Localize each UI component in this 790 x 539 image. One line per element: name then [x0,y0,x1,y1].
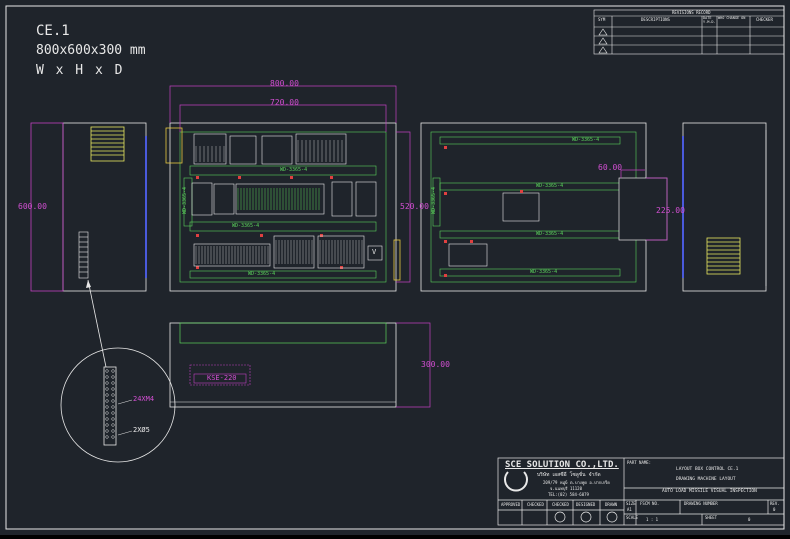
part-name-line2: DRAWING MACHINE LAYOUT [676,477,736,482]
signoff-designed: DESIGNED [576,502,596,507]
left-side-view [30,122,147,368]
dim-depth: 300.00 [421,360,450,369]
signoff-drawn: DRAWN [605,502,618,507]
wireduct-label-door-4: WD-3365-4 [530,269,558,275]
revision-col-sym: SYM [598,17,606,22]
enclosure-axes: W x H x D [36,63,125,78]
part-name-label: PART NAME: [627,460,652,465]
scale-label: SCALE [626,515,639,520]
revision-record-table [593,9,785,55]
rev-value: 0 [773,507,776,512]
company-name: SCE SOLUTION CO.,LTD. [505,460,619,470]
company-address-1: 209/79 หมู่6 ต.บางพูด อ.ปากเกร็ด [543,480,610,485]
signoff-checked-2: CHECKED [552,502,569,507]
company-address-2: จ.นนทบุรี 11120 [550,486,582,491]
wireduct-label-front-vertical: WD-3365-4 [182,186,189,215]
wireduct-label-front-3: WD-3365-4 [248,271,276,277]
part-name-line1: LAYOUT BOX CONTROL CE.1 [676,467,739,472]
wireduct-label-door-3: WD-3365-4 [536,231,564,237]
sheet-label: SHEET [705,515,718,520]
size-label: SIZE [626,501,636,506]
wireduct-label-front-1: WD-3365-4 [280,167,308,173]
revision-col-descriptions: DESCRIPTIONS [641,17,670,22]
wireduct-label-door-vertical: WD-3365-4 [431,186,438,215]
company-tel: TEL:(02) 584-6079 [548,492,589,497]
part-name-line3: AUTO LOAD MISSILE VISUAL INSPECTION [662,489,757,494]
terminal-size-label: 24XM4 [133,395,155,403]
sheet-value: 0 [748,517,751,522]
dim-overall-width: 800.00 [270,79,299,88]
size-value: A1 [627,507,632,512]
hole-size-label: 2XØ5 [133,426,150,434]
drawing-number-label: DRAWING NUMBER [684,501,718,506]
revision-col-checker: CHECKER [756,17,773,22]
right-side-view [682,122,767,292]
wireduct-label-door-1: WD-3365-4 [572,137,600,143]
front-view-panel [165,85,411,292]
revision-col-date: DATE Y.M.D. [703,16,716,24]
dim-inner-width: 720.00 [270,98,299,107]
revision-record-heading: REVISIONS RECORD [672,10,711,15]
bottom-view [169,322,431,408]
cable-gland-label: KSE-220 [207,374,237,382]
company-name-thai: บริษัท เอสซีอี โซลูชั่น จำกัด [537,472,601,478]
terminal-detail-view [60,347,176,463]
dim-door-offset: 60.00 [598,163,623,172]
dim-height-side: 600.00 [18,202,47,211]
dim-height-inner: 520.00 [400,202,429,211]
door-inner-view [420,122,668,292]
scale-value: 1 : 1 [646,517,659,522]
revision-col-who: WHO CHANGE ON [718,16,746,20]
enclosure-id: CE.1 [36,23,70,39]
enclosure-dimensions: 800x600x300 mm [36,43,146,58]
sheet-border [5,5,785,530]
wireduct-label-door-2: WD-3365-4 [536,183,564,189]
dim-door-depth: 225.00 [656,206,685,215]
wireduct-label-front-2: WD-3365-4 [232,223,260,229]
fscm-label: FSCM NO. [640,501,660,506]
signoff-checked-1: CHECKED [527,502,544,507]
signoff-approved: APPROVED [501,502,521,507]
title-block-frame [497,457,785,526]
rev-label: REV. [770,501,780,506]
v-box-label: V [372,248,377,256]
